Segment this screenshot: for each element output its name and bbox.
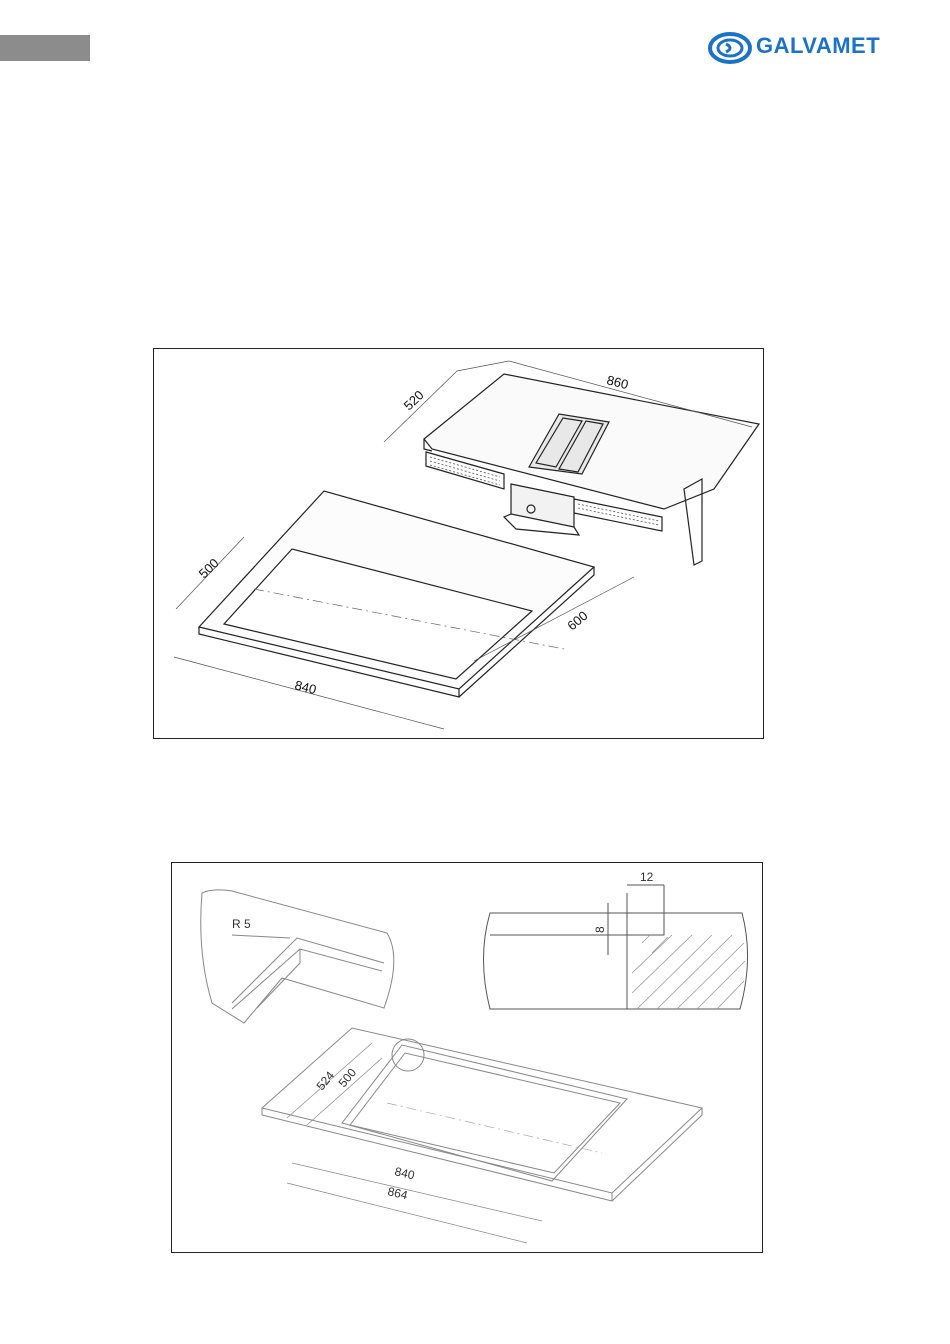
dim-hob-width: 860 (605, 372, 630, 392)
corner-detail (201, 890, 394, 1023)
page-header-tab (0, 35, 90, 61)
dim-inner-width: 840 (393, 1164, 416, 1182)
dim-cutout-depth: 500 (196, 555, 222, 581)
dim-rebate-depth: 8 (593, 926, 607, 933)
installation-diagram-hob: 860 520 840 500 600 (153, 348, 764, 739)
brand-logo: GALVAMET (708, 30, 904, 66)
flush-mount-drawing: R 5 12 8 524 500 840 864 (172, 863, 762, 1252)
rebate-centerline (387, 1103, 602, 1153)
dim-outer-width: 864 (386, 1184, 409, 1202)
hob-cutout-drawing: 860 520 840 500 600 (154, 349, 763, 738)
section-hatching (632, 935, 745, 1009)
dim-outer-depth: 524 (314, 1068, 338, 1093)
dim-rebate-width: 12 (640, 870, 654, 884)
dim-inner-depth: 500 (336, 1065, 360, 1090)
galvamet-logo-icon (708, 30, 754, 66)
section-detail (484, 885, 748, 1009)
countertop-rebate (262, 1028, 702, 1201)
dim-hob-depth: 520 (401, 387, 427, 413)
dim-radius: R 5 (232, 917, 251, 931)
brand-name: GALVAMET (756, 33, 880, 59)
countertop-outline (199, 491, 594, 697)
installation-diagram-flush-mount: R 5 12 8 524 500 840 864 (171, 862, 763, 1253)
dim-cutout-width: 840 (293, 677, 318, 697)
